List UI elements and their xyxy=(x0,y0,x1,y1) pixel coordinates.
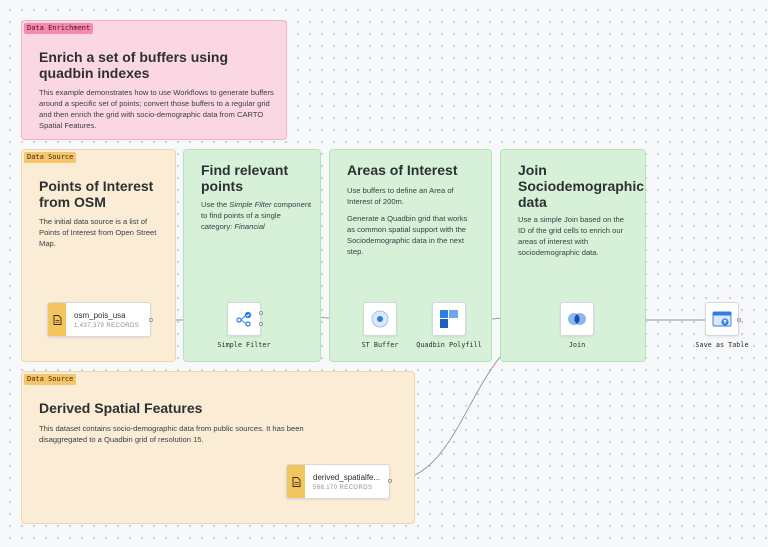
group-title: Areas of Interest xyxy=(347,162,458,178)
source-node-osm-pois[interactable]: osm_pois_usa 1,437,379 RECORDS xyxy=(47,302,151,337)
output-port[interactable] xyxy=(737,318,741,322)
group-tag: Data Source xyxy=(24,374,77,385)
group-tag: Data Enrichment xyxy=(24,23,94,34)
group-data-enrichment[interactable]: Data Enrichment Enrich a set of buffers … xyxy=(21,20,287,140)
group-title: Points of Interest from OSM xyxy=(39,178,154,210)
source-name: osm_pois_usa xyxy=(74,311,126,320)
group-description: Use the Simple Filter component to find … xyxy=(201,200,312,231)
source-record-count: 588,170 RECORDS xyxy=(313,485,373,491)
source-record-count: 1,437,379 RECORDS xyxy=(74,323,140,329)
file-icon xyxy=(287,465,305,498)
join-icon xyxy=(568,313,586,325)
group-description: Use a simple Join based on the ID of the… xyxy=(518,215,624,257)
group-title: Find relevant points xyxy=(201,162,289,194)
source-node-derived-spatial-features[interactable]: derived_spatialfe... 588,170 RECORDS xyxy=(286,464,390,499)
buffer-icon xyxy=(371,310,389,328)
node-save-as-table[interactable] xyxy=(705,302,739,336)
node-quadbin-polyfill[interactable] xyxy=(432,302,466,336)
output-port[interactable] xyxy=(388,479,392,483)
node-join[interactable] xyxy=(560,302,594,336)
group-description: This example demonstrates how to use Wor… xyxy=(39,88,274,130)
quadbin-icon xyxy=(440,310,458,328)
file-icon xyxy=(48,303,66,336)
output-port-true[interactable] xyxy=(259,311,263,315)
node-label: Quadbin Polyfill xyxy=(416,341,482,349)
output-port[interactable] xyxy=(149,318,153,322)
node-label: Simple Filter xyxy=(217,341,271,349)
group-title: Enrich a set of buffers using quadbin in… xyxy=(39,49,229,81)
group-find-relevant-points[interactable]: Find relevant points Use the Simple Filt… xyxy=(183,149,321,362)
node-label: ST Buffer xyxy=(361,341,399,349)
group-description: Use buffers to define an Area of Interes… xyxy=(347,186,468,256)
source-name: derived_spatialfe... xyxy=(313,473,381,482)
group-areas-of-interest[interactable]: Areas of Interest Use buffers to define … xyxy=(329,149,492,362)
group-title: Derived Spatial Features xyxy=(39,400,203,416)
group-description: The initial data source is a list of Poi… xyxy=(39,217,157,248)
group-description: This dataset contains socio-demographic … xyxy=(39,424,304,444)
output-port-false[interactable] xyxy=(259,322,263,326)
node-label: Join xyxy=(568,341,586,349)
node-simple-filter[interactable] xyxy=(227,302,261,336)
group-derived-spatial-features[interactable]: Data Source Derived Spatial Features Thi… xyxy=(21,371,415,524)
group-tag: Data Source xyxy=(24,152,77,163)
node-st-buffer[interactable] xyxy=(363,302,397,336)
save-table-icon xyxy=(712,311,732,327)
filter-icon xyxy=(236,311,252,327)
node-label: Save as Table xyxy=(695,341,749,349)
group-title: Join Sociodemographic data xyxy=(518,162,645,210)
